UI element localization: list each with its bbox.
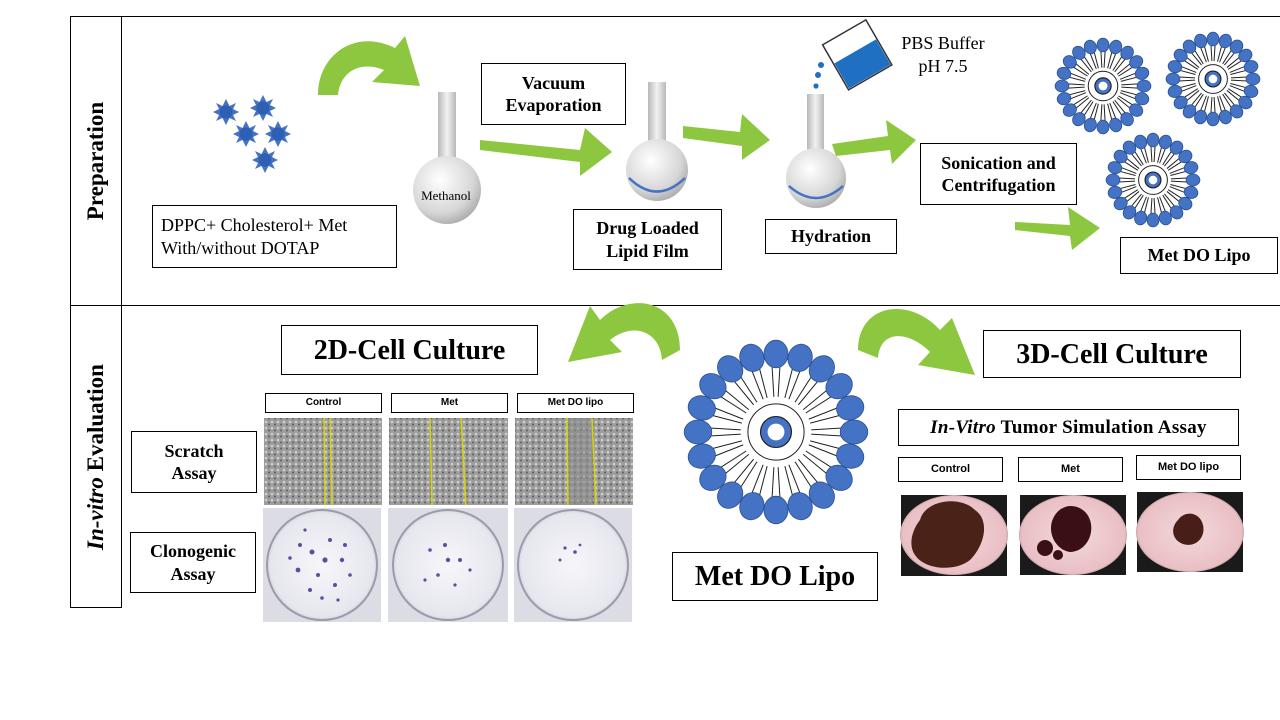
met-do-lipo-product-box: Met DO Lipo bbox=[1120, 237, 1278, 274]
lipid-molecules-icon bbox=[2, 1, 291, 173]
liposome-icon-3 bbox=[1105, 132, 1201, 228]
vacuum-evaporation-box: Vacuum Evaporation bbox=[481, 63, 626, 125]
clonogenic-assay-control-image bbox=[263, 508, 381, 622]
buffer-label: PBS Buffer pH 7.5 bbox=[901, 33, 985, 76]
col3-header-control: Control bbox=[898, 457, 1003, 482]
liposome-icon-2 bbox=[1165, 31, 1261, 127]
arrow-right-icon bbox=[480, 128, 612, 176]
met-do-lipo-center-box: Met DO Lipo bbox=[672, 552, 878, 601]
clonogenic-assay-met-do-lipo-image bbox=[514, 508, 632, 622]
clonogenic-assay-label: Clonogenic Assay bbox=[130, 532, 256, 593]
tumor-simulation-assay-box: In-Vitro Tumor Simulation Assay bbox=[898, 409, 1239, 446]
col3-header-met-do-lipo: Met DO lipo bbox=[1136, 455, 1241, 480]
drug-loaded-lipid-film-box: Drug Loaded Lipid Film bbox=[573, 209, 722, 270]
curved-arrow-left-icon bbox=[568, 303, 680, 362]
col-header-control: Control bbox=[265, 393, 382, 413]
frame-middle-line bbox=[70, 305, 1280, 306]
arrow-right-icon bbox=[1015, 207, 1100, 250]
liposome-icon-1 bbox=[1054, 37, 1152, 135]
solvent-label: Methanol bbox=[421, 188, 471, 203]
spheroid-met-do-lipo-image bbox=[1136, 492, 1244, 572]
scratch-assay-control-image bbox=[264, 417, 382, 506]
scratch-assay-label: Scratch Assay bbox=[131, 431, 257, 493]
curved-arrow-right-icon bbox=[858, 308, 975, 375]
buffer-drop-icon bbox=[818, 62, 824, 68]
ingredients-box: DPPC+ Cholesterol+ Met With/without DOTA… bbox=[152, 205, 397, 268]
2d-cell-culture-box: 2D-Cell Culture bbox=[281, 325, 538, 375]
3d-cell-culture-box: 3D-Cell Culture bbox=[983, 330, 1241, 378]
clonogenic-assay-met-image bbox=[388, 508, 508, 622]
label-column bbox=[70, 16, 122, 608]
label-column-top bbox=[70, 16, 122, 17]
buffer-beaker-icon bbox=[821, 18, 893, 91]
sonication-box: Sonication and Centrifugation bbox=[920, 143, 1077, 205]
frame-top-line bbox=[70, 16, 1280, 17]
flask-icon-hydration bbox=[786, 94, 846, 208]
col3-header-met: Met bbox=[1018, 457, 1123, 482]
liposome-icons bbox=[683, 31, 1261, 525]
col-header-met-do-lipo: Met DO lipo bbox=[517, 393, 634, 413]
scratch-assay-met-do-lipo-image bbox=[515, 417, 633, 506]
liposome-icon-center bbox=[683, 339, 869, 525]
flask-icon-methanol bbox=[413, 92, 481, 224]
flask-icon-lipid-film bbox=[626, 82, 688, 201]
scratch-assay-met-image bbox=[389, 417, 508, 506]
arrow-right-icon bbox=[832, 120, 916, 164]
spheroid-met-image bbox=[1019, 495, 1127, 575]
col-header-met: Met bbox=[391, 393, 508, 413]
spheroid-control-image bbox=[900, 495, 1008, 576]
hydration-box: Hydration bbox=[765, 219, 897, 254]
curved-arrow-icon bbox=[318, 36, 420, 95]
arrow-right-icon bbox=[683, 114, 770, 160]
